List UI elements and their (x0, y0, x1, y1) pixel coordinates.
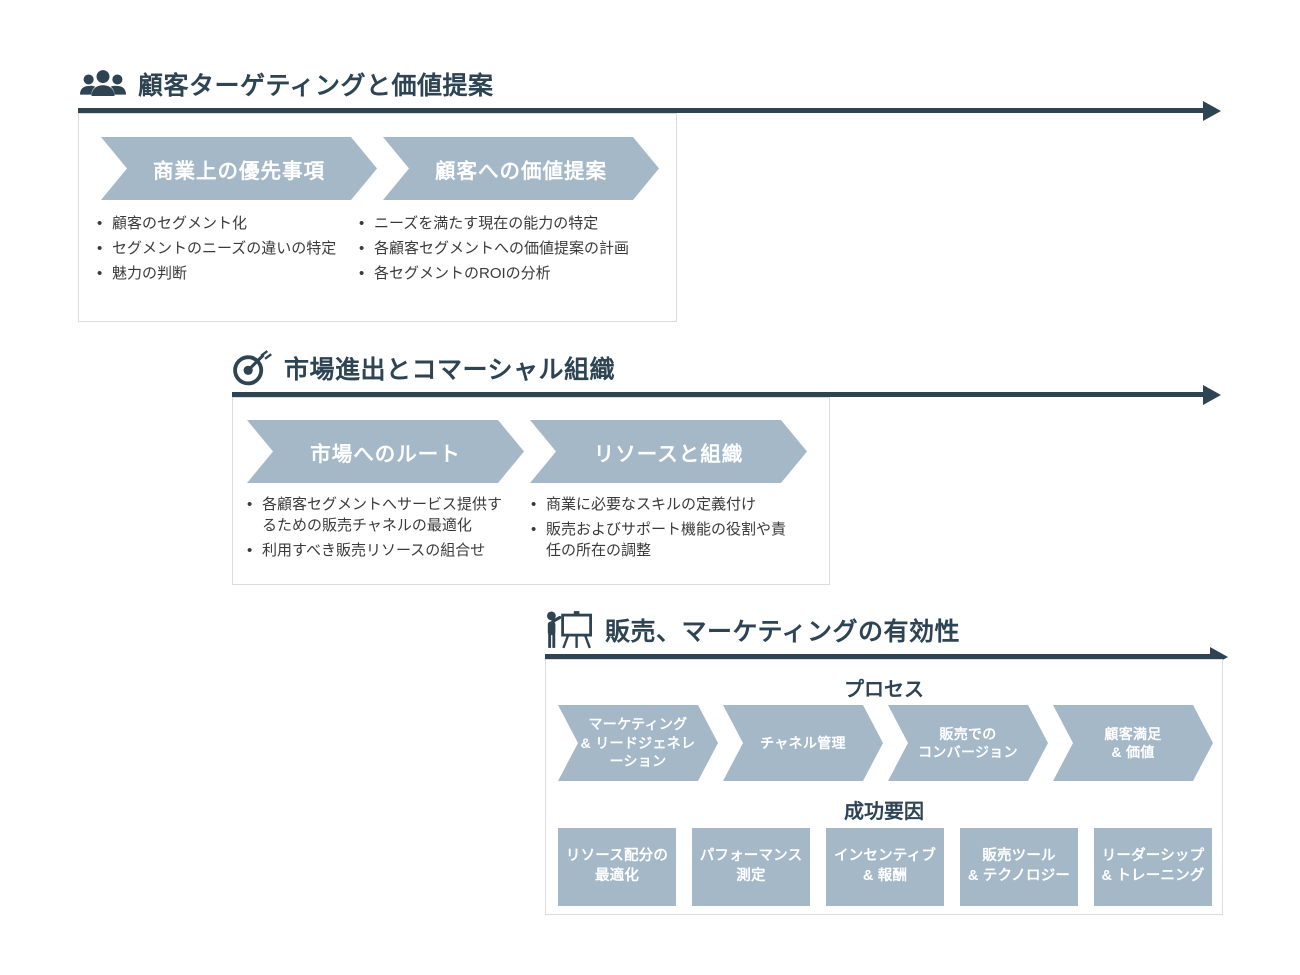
factor-line: リソース配分の (565, 848, 669, 865)
factor-line: インセンティブ (833, 848, 937, 865)
chevron-channel-management: チャネル管理 (723, 705, 883, 781)
timeline-arrow-3 (545, 654, 1211, 659)
bullet-item: 各セグメントのROIの分析 (357, 263, 657, 284)
chevron-commercial-priorities: 商業上の優先事項 (101, 137, 377, 200)
section-title: 販売、マーケティングの有効性 (605, 617, 961, 646)
factor-line: & トレーニング (1101, 868, 1205, 884)
factor-line: 最適化 (594, 868, 640, 884)
chevron-line: チャネル管理 (760, 734, 846, 751)
factor-resource-allocation: リソース配分の 最適化 (558, 828, 676, 906)
section-title: 市場進出とコマーシャル組織 (284, 356, 616, 384)
process-label: プロセス (844, 679, 924, 701)
factor-sales-tools-technology: 販売ツール & テクノロジー (960, 828, 1078, 906)
chevron-marketing-lead-generation: マーケティング & リードジェネレ ーション (558, 705, 718, 781)
chevron-label: リソースと組織 (593, 442, 744, 466)
section-header-customer-targeting: 顧客ターゲティングと価値提案 (80, 66, 494, 102)
target-arrow-icon (232, 349, 272, 387)
bullet-list-customer-value-proposition: ニーズを満たす現在の能力の特定 各顧客セグメントへの価値提案の計画 各セグメント… (357, 213, 657, 288)
section-header-sales-marketing-effectiveness: 販売、マーケティングの有効性 (545, 610, 960, 649)
panel-sales-marketing-effectiveness: プロセス マーケティング & リードジェネレ ーション チャネル管理 販売での … (545, 659, 1223, 915)
panel-market-entry: 市場へのルート リソースと組織 各顧客セグメントへサービス提供するための販売チャ… (232, 397, 830, 585)
panel-customer-targeting: 商業上の優先事項 顧客への価値提案 顧客のセグメント化 セグメントのニーズの違い… (78, 113, 677, 322)
factor-line: パフォーマンス (699, 848, 803, 865)
bullet-item: ニーズを満たす現在の能力の特定 (357, 213, 657, 234)
bullet-list-commercial-priorities: 顧客のセグメント化 セグメントのニーズの違いの特定 魅力の判断 (95, 213, 357, 288)
chevron-line: ーション (609, 753, 667, 770)
chevron-label: 市場へのルート (310, 442, 461, 466)
timeline-arrow-2 (232, 392, 1204, 397)
chevron-route-to-market: 市場へのルート (247, 420, 524, 483)
chevron-line: & リードジェネレ (580, 734, 696, 751)
chevron-customer-value-proposition: 顧客への価値提案 (383, 137, 659, 200)
chevron-line: マーケティング (588, 716, 688, 733)
section-header-market-entry: 市場進出とコマーシャル組織 (232, 349, 615, 387)
bullet-item: 各顧客セグメントへサービス提供するための販売チャネルの最適化 (245, 494, 503, 536)
chevron-customer-satisfaction-value: 顧客満足 & 価値 (1053, 705, 1213, 781)
factor-line: 測定 (736, 868, 766, 884)
bullet-item: 魅力の判断 (95, 263, 357, 284)
bullet-list-route-to-market: 各顧客セグメントへサービス提供するための販売チャネルの最適化 利用すべき販売リソ… (245, 494, 503, 565)
section-title: 顧客ターゲティングと価値提案 (138, 72, 494, 100)
factor-incentives-compensation: インセンティブ & 報酬 (826, 828, 944, 906)
factor-line: 販売ツール (982, 848, 1056, 865)
bullet-item: 利用すべき販売リソースの組合せ (245, 540, 503, 561)
factor-line: リーダーシップ (1101, 848, 1205, 865)
factor-line: & テクノロジー (967, 868, 1071, 884)
chevron-sales-conversion: 販売での コンバージョン (888, 705, 1048, 781)
chevron-label: 顧客への価値提案 (435, 159, 607, 183)
factor-performance-measurement: パフォーマンス 測定 (692, 828, 810, 906)
bullet-item: 販売およびサポート機能の役割や責任の所在の調整 (529, 519, 787, 561)
chevron-resources-organization: リソースと組織 (530, 420, 807, 483)
chevron-line: コンバージョン (918, 744, 1018, 760)
factor-line: & 報酬 (862, 868, 908, 884)
bullet-item: 各顧客セグメントへの価値提案の計画 (357, 238, 657, 259)
bullet-item: 顧客のセグメント化 (95, 213, 357, 234)
presenter-easel-icon (545, 610, 593, 649)
success-factors-label: 成功要因 (844, 801, 924, 823)
bullet-list-resources-organization: 商業に必要なスキルの定義付け 販売およびサポート機能の役割や責任の所在の調整 (529, 494, 787, 565)
chevron-line: 販売での (939, 725, 997, 742)
factor-leadership-training: リーダーシップ & トレーニング (1094, 828, 1212, 906)
chevron-line: & 価値 (1111, 744, 1155, 760)
chevron-line: 顧客満足 (1104, 725, 1162, 742)
bullet-item: セグメントのニーズの違いの特定 (95, 238, 357, 259)
people-group-icon (80, 69, 126, 100)
timeline-arrow-1 (78, 108, 1204, 113)
bullet-item: 商業に必要なスキルの定義付け (529, 494, 787, 515)
chevron-label: 商業上の優先事項 (153, 159, 325, 183)
